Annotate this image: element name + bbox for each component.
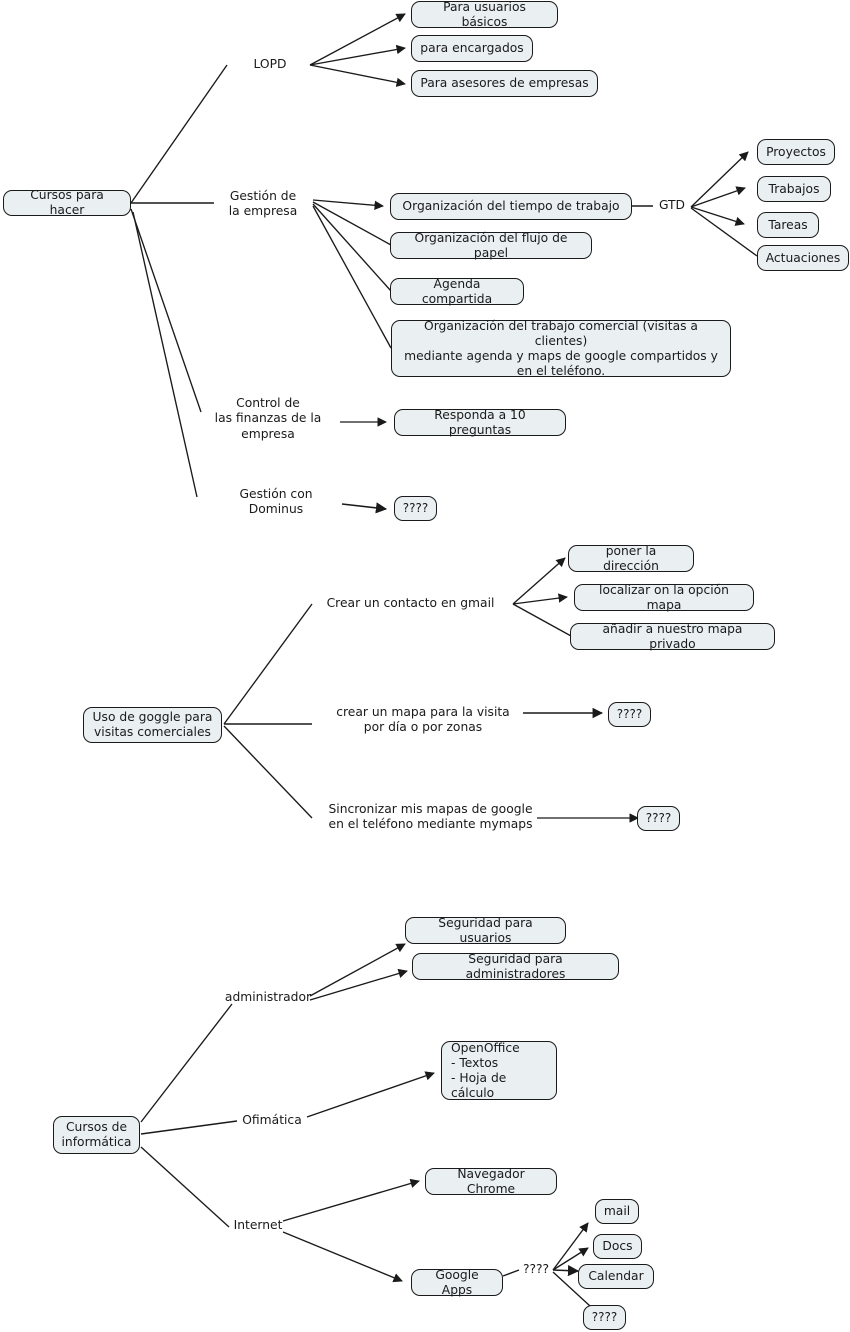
edge-gtd-c3 bbox=[690, 207, 758, 257]
node-para-asesores-de-empresas[interactable]: Para asesores de empresas bbox=[411, 70, 598, 97]
node-seguridad-para-usuarios[interactable]: Seguridad para usuarios bbox=[405, 916, 566, 945]
edge-root1-finanzas bbox=[130, 208, 202, 413]
edge-root2-sincronizar bbox=[223, 725, 313, 819]
edge-lopd-c1 bbox=[309, 44, 406, 66]
edge-gestion-c2 bbox=[312, 203, 392, 292]
node-openoffice[interactable]: OpenOffice - Textos - Hoja de cálculo bbox=[441, 1041, 557, 1100]
node-calendar[interactable]: Calendar bbox=[578, 1264, 654, 1289]
node-localizar-opcion-mapa[interactable]: localizar on la opción mapa bbox=[574, 583, 754, 612]
node-para-encargados[interactable]: para encargados bbox=[411, 35, 533, 62]
edge-lopd-c0 bbox=[309, 13, 406, 66]
node-gapps-child-unknown[interactable]: ???? bbox=[583, 1305, 626, 1330]
edge-internet-c1 bbox=[282, 1231, 403, 1283]
label-gestion-con-dominus[interactable]: Gestión con Dominus bbox=[239, 486, 313, 516]
edge-root1-dominus bbox=[132, 211, 198, 498]
label-control-finanzas[interactable]: Control de las finanzas de la empresa bbox=[214, 395, 322, 441]
node-uso-de-goggle[interactable]: Uso de goggle para visitas comerciales bbox=[83, 707, 222, 743]
node-seguridad-para-administradores[interactable]: Seguridad para administradores bbox=[412, 952, 619, 981]
node-para-usuarios-basicos[interactable]: Para usuarios básicos bbox=[411, 0, 558, 29]
edge-root3-administrador bbox=[140, 1003, 233, 1123]
node-actuaciones[interactable]: Actuaciones bbox=[757, 245, 849, 271]
label-sincronizar-mapas[interactable]: Sincronizar mis mapas de google en el te… bbox=[328, 801, 533, 831]
label-gapps-unknown[interactable]: ???? bbox=[522, 1262, 550, 1277]
label-internet[interactable]: Internet bbox=[233, 1218, 283, 1233]
edge-gestion-c3 bbox=[312, 205, 392, 349]
edge-gtd-c1 bbox=[690, 186, 746, 208]
node-organizacion-flujo-papel[interactable]: Organización del flujo de papel bbox=[390, 231, 592, 260]
label-lopd[interactable]: LOPD bbox=[253, 57, 287, 72]
label-administrador[interactable]: administrador bbox=[224, 990, 312, 1005]
edge-gapps-label bbox=[502, 1269, 520, 1277]
node-proyectos[interactable]: Proyectos bbox=[757, 139, 835, 165]
label-gtd[interactable]: GTD bbox=[658, 198, 686, 213]
label-crear-mapa-visita[interactable]: crear un mapa para la visita por día o p… bbox=[336, 704, 510, 734]
node-agenda-compartida[interactable]: Agenda compartida bbox=[390, 277, 524, 306]
edge-gestion-c0 bbox=[312, 199, 384, 210]
edge-gestion-c1 bbox=[312, 201, 392, 246]
edge-root3-ofimatica bbox=[140, 1120, 238, 1135]
edge-contacto-c1 bbox=[512, 593, 568, 605]
node-google-apps[interactable]: Google Apps bbox=[411, 1268, 503, 1297]
node-cursos-de-informatica[interactable]: Cursos de informática bbox=[53, 1116, 140, 1154]
node-tareas[interactable]: Tareas bbox=[757, 212, 819, 238]
node-organizacion-trabajo-comercial[interactable]: Organización del trabajo comercial (visi… bbox=[391, 319, 731, 378]
edge-administrador-c1 bbox=[309, 968, 408, 1001]
edge-contacto-c0 bbox=[512, 557, 566, 605]
edge-gtd-c2 bbox=[690, 206, 745, 226]
edge-root2-contacto bbox=[223, 603, 313, 725]
label-gestion-de-la-empresa[interactable]: Gestión de la empresa bbox=[228, 188, 298, 218]
node-responda-a-10-preguntas[interactable]: Responda a 10 preguntas bbox=[394, 408, 566, 437]
label-crear-contacto-gmail[interactable]: Crear un contacto en gmail bbox=[326, 596, 495, 611]
node-mail[interactable]: mail bbox=[595, 1199, 639, 1224]
label-ofimatica[interactable]: Ofimática bbox=[242, 1113, 302, 1128]
edge-ofimatica-c0 bbox=[306, 1071, 435, 1118]
edge-lopd-c2 bbox=[309, 64, 406, 87]
edge-gtd-c0 bbox=[690, 151, 749, 208]
node-navegador-chrome[interactable]: Navegador Chrome bbox=[425, 1167, 557, 1196]
edge-gapps-c2 bbox=[552, 1265, 580, 1277]
edge-dominus-c0 bbox=[341, 502, 388, 514]
edge-root1-lopd bbox=[130, 64, 228, 204]
node-docs[interactable]: Docs bbox=[593, 1234, 642, 1259]
node-anadir-mapa-privado[interactable]: añadir a nuestro mapa privado bbox=[570, 622, 775, 651]
node-organizacion-tiempo-trabajo[interactable]: Organización del tiempo de trabajo bbox=[390, 193, 632, 220]
edge-root3-internet bbox=[140, 1146, 230, 1228]
node-cursos-para-hacer[interactable]: Cursos para hacer bbox=[3, 188, 131, 217]
node-poner-la-direccion[interactable]: poner la dirección bbox=[568, 544, 694, 573]
edge-internet-c0 bbox=[282, 1178, 420, 1222]
node-dominus-unknown[interactable]: ???? bbox=[394, 496, 437, 521]
edge-administrador-c0 bbox=[309, 943, 406, 997]
node-mapa-unknown[interactable]: ???? bbox=[608, 702, 651, 727]
node-trabajos[interactable]: Trabajos bbox=[757, 176, 831, 202]
edge-contacto-c2 bbox=[512, 603, 572, 637]
edge-gapps-c0 bbox=[552, 1222, 589, 1271]
node-sincronizar-unknown[interactable]: ???? bbox=[637, 806, 680, 831]
